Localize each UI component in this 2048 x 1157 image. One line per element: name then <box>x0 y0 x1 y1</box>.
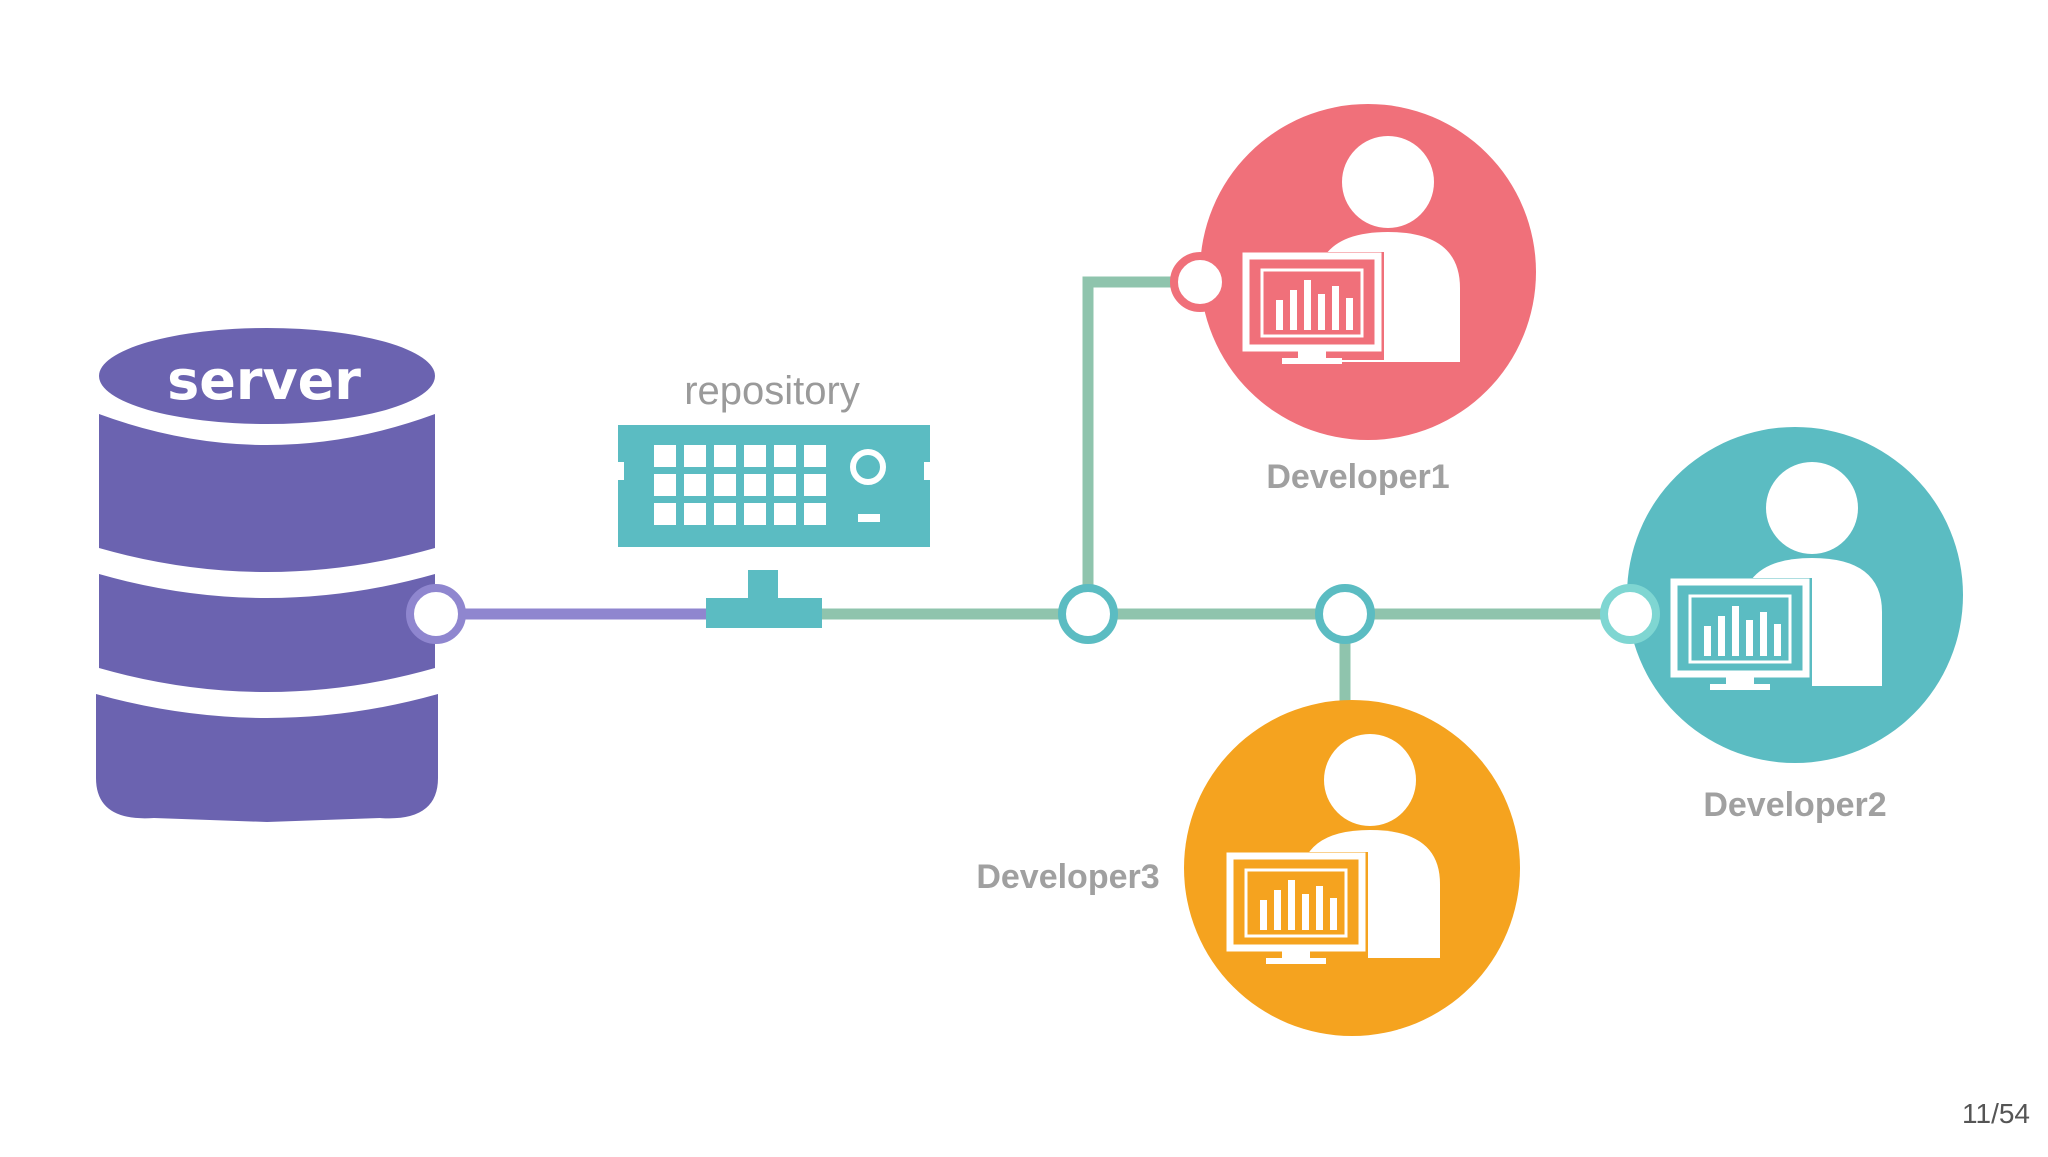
repository-icon <box>614 425 934 628</box>
developer1-port-node <box>1174 256 1226 308</box>
page-number: 11/54 <box>1962 1098 2030 1130</box>
developer3-avatar-icon <box>1184 700 1520 1036</box>
server-port-node <box>410 588 462 640</box>
developer1-label: Developer1 <box>1266 458 1449 496</box>
developer1-junction-node <box>1062 588 1114 640</box>
developer1-avatar-icon <box>1200 104 1536 440</box>
repository-label: repository <box>684 369 860 413</box>
developer2-port-node <box>1604 588 1656 640</box>
server-label: server <box>167 349 361 412</box>
developer2-avatar-icon <box>1627 427 1963 763</box>
developer3-junction-node <box>1319 588 1371 640</box>
developer3-label: Developer3 <box>976 858 1159 896</box>
developer1-branch-line <box>1088 282 1178 590</box>
developer2-label: Developer2 <box>1703 786 1886 824</box>
